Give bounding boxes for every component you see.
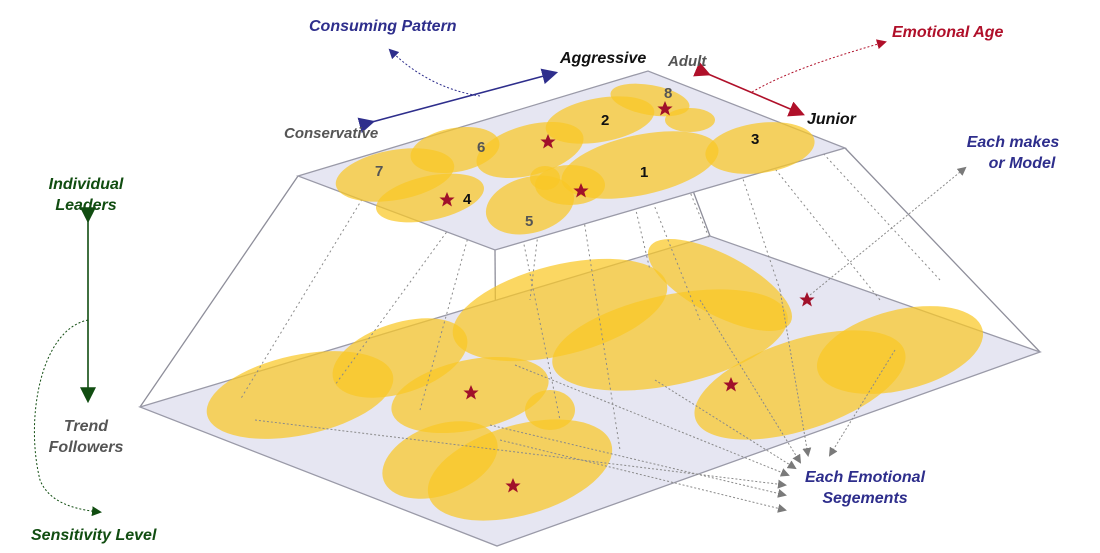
emotional-age-connector	[751, 39, 887, 93]
consuming-pattern-arrow	[357, 68, 559, 134]
sensitivity-connector	[33, 319, 102, 517]
junior-label: Junior	[807, 111, 857, 128]
star-icon	[723, 377, 739, 392]
segment-number-4: 4	[463, 191, 472, 208]
aggressive-label: Aggressive	[559, 50, 646, 67]
individual-leaders-label-line1: Individual	[49, 176, 124, 193]
star-icon	[540, 134, 556, 149]
each-makes-label-line1: Each makes	[967, 134, 1060, 151]
emotional-age-label: Emotional Age	[892, 24, 1004, 41]
segment-number-3: 3	[751, 131, 759, 148]
segment-number-8: 8	[664, 85, 672, 102]
star-icon	[439, 192, 455, 207]
segment-pointer-arrows	[254, 166, 967, 513]
each-emotional-segments-label-line2: Segements	[822, 490, 907, 507]
adult-label: Adult	[667, 53, 707, 70]
each-makes-label-line2: or Model	[989, 155, 1056, 172]
sensitivity-level-label: Sensitivity Level	[31, 527, 157, 544]
bottom-stars	[463, 292, 815, 493]
star-icon	[463, 385, 479, 400]
each-emotional-segments-label-line1: Each Emotional	[805, 469, 926, 486]
segment-number-2: 2	[601, 112, 609, 129]
bottom-plane	[138, 235, 1042, 547]
segment-number-5: 5	[525, 213, 533, 230]
individual-leaders-label-line2: Leaders	[55, 197, 116, 214]
star-icon	[799, 292, 815, 307]
consuming-pattern-connector	[388, 48, 481, 97]
projection-lines	[239, 99, 941, 451]
bottom-segment-blobs	[206, 239, 984, 521]
emotional-age-arrow	[693, 61, 805, 117]
segment-number-1: 1	[640, 164, 648, 181]
trend-followers-label-line2: Followers	[49, 439, 124, 456]
segment-number-6: 6	[477, 139, 485, 156]
star-icon	[505, 478, 521, 493]
star-icon	[657, 101, 673, 116]
trend-followers-label-line1: Trend	[64, 418, 109, 435]
top-segment-blobs	[335, 83, 815, 235]
top-stars	[439, 101, 673, 207]
segment-number-7: 7	[375, 163, 383, 180]
star-icon	[573, 183, 589, 198]
conservative-label: Conservative	[284, 125, 378, 142]
consuming-pattern-label: Consuming Pattern	[309, 18, 457, 35]
